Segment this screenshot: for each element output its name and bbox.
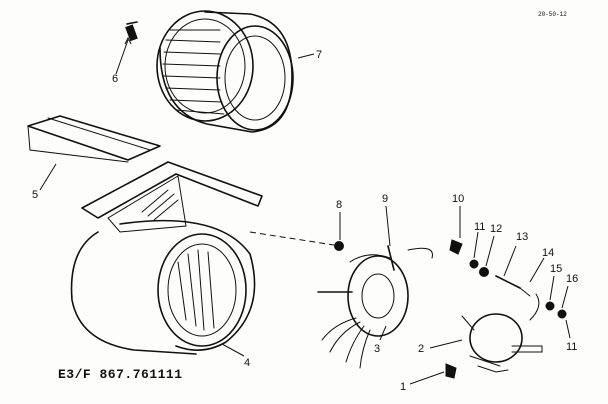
callout-6: 6 [112,73,118,85]
callout-14: 14 [542,247,554,259]
nut-15 [545,301,555,311]
callout-1: 1 [400,381,406,393]
callout-9: 9 [382,193,388,205]
callout-10: 10 [452,193,464,205]
set-screw [125,21,138,42]
nut-16 [557,309,567,319]
callout-8: 8 [336,199,342,211]
leader-lines [39,36,571,385]
callout-13: 13 [516,231,528,243]
nut [249,231,344,251]
callout-2: 2 [418,343,424,355]
blower-wheel [156,10,294,133]
callout-4: 4 [244,357,250,369]
screw [449,239,463,255]
blower-housing [70,161,263,355]
drawing-code: 20-50-12 [538,11,567,18]
model-number: E3/F 867.761111 [58,367,183,382]
callout-11-top: 11 [474,221,485,233]
callout-12: 12 [490,223,502,235]
callout-5: 5 [32,189,38,201]
washer-small [469,259,479,269]
washer-large [479,267,489,277]
callout-11-bottom: 11 [566,341,577,353]
callout-15: 15 [550,263,562,275]
callout-3: 3 [374,343,380,355]
motor-mount [461,313,543,373]
support-rod [495,275,540,321]
bolt [445,363,457,379]
motor [317,245,433,369]
callout-7: 7 [316,49,322,61]
callout-16: 16 [566,273,578,285]
cutoff-plate [27,115,161,163]
